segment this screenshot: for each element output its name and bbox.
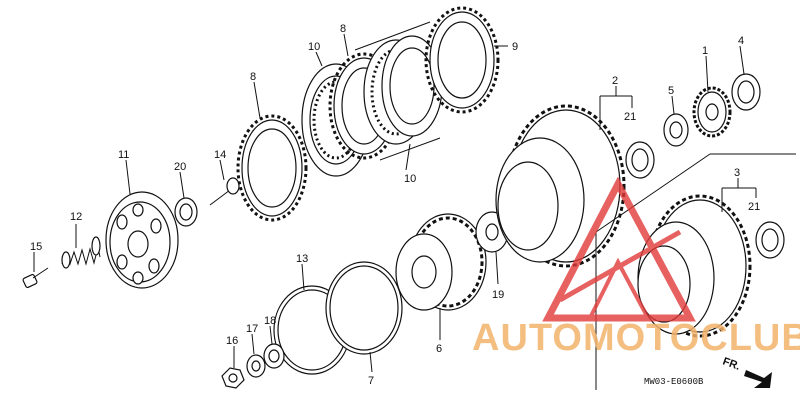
direction-label: FR. <box>721 356 742 373</box>
callout-21a: 21 <box>624 111 636 123</box>
callout-12: 12 <box>70 211 82 223</box>
part-12-spring[interactable] <box>61 236 101 269</box>
plate-stack[interactable] <box>354 21 443 161</box>
callout-18: 18 <box>264 315 276 327</box>
callout-8b: 8 <box>340 23 346 35</box>
part-18-washer[interactable] <box>263 343 285 369</box>
watermark-text: AUTOMOTOCLUB <box>472 317 800 359</box>
callout-17: 17 <box>246 323 258 335</box>
part-9-friction-disc[interactable] <box>424 6 500 114</box>
callout-6: 6 <box>436 343 442 355</box>
callout-15: 15 <box>30 241 42 253</box>
callout-8a: 8 <box>250 71 256 83</box>
callout-11: 11 <box>118 149 129 161</box>
arrow-icon <box>744 370 772 388</box>
part-20-bearing[interactable] <box>174 197 198 227</box>
callout-1: 1 <box>702 45 708 57</box>
part-5-collar[interactable] <box>663 113 689 147</box>
part-21-needle-bearing-lower[interactable] <box>755 221 785 259</box>
diagram-code: MW03-E0600B <box>644 377 704 387</box>
bracket-2 <box>599 86 633 130</box>
part-4-collar[interactable] <box>731 73 761 111</box>
part-1-drive-sprocket[interactable] <box>692 86 732 138</box>
callout-9: 9 <box>512 41 518 53</box>
callout-4: 4 <box>738 35 744 47</box>
part-7-o-ring[interactable] <box>325 261 403 355</box>
watermark-logo <box>542 176 696 322</box>
callout-10a: 10 <box>308 41 320 53</box>
part-14-lifter-piece[interactable] <box>209 177 240 206</box>
divider-lines <box>595 153 796 390</box>
callout-16: 16 <box>226 335 238 347</box>
part-15-bolt[interactable] <box>22 267 49 289</box>
callout-7: 7 <box>368 375 374 387</box>
part-2-clutch-outer[interactable] <box>495 104 626 268</box>
forward-direction-indicator: FR. <box>721 356 772 388</box>
callout-5: 5 <box>668 85 674 97</box>
callout-13: 13 <box>296 253 308 265</box>
callout-19: 19 <box>492 289 504 301</box>
part-11-pressure-plate[interactable] <box>105 191 179 289</box>
part-8-friction-disc-left[interactable] <box>236 114 308 222</box>
part-6-clutch-center[interactable] <box>395 213 487 311</box>
callout-14: 14 <box>214 149 226 161</box>
callout-20: 20 <box>174 161 186 173</box>
callout-2: 2 <box>612 75 618 87</box>
part-16-nut[interactable] <box>221 367 245 389</box>
callout-10b: 10 <box>404 173 416 185</box>
bracket-3 <box>721 178 757 212</box>
leader-lines <box>33 33 745 373</box>
part-21-needle-bearing-upper[interactable] <box>625 141 655 179</box>
callout-21b: 21 <box>748 201 760 213</box>
callout-3: 3 <box>734 167 740 179</box>
part-17-washer[interactable] <box>246 354 266 378</box>
